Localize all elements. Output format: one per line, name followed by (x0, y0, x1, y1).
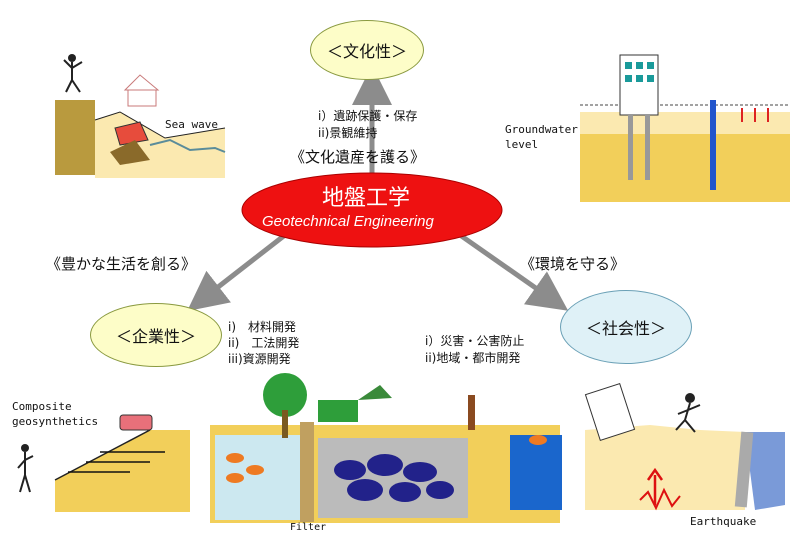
society-slogan: 《環境を守る》 (520, 255, 626, 273)
enterprise-item-3: iii)資源開発 (228, 352, 291, 366)
composite-geosynthetics-illustration (17, 414, 190, 512)
groundwater-label-line2: level (505, 138, 539, 151)
enterprise-slogan: 《豊かな生活を創る》 (46, 255, 197, 273)
society-node-label: ＜社会性＞ (585, 319, 666, 338)
culture-item-2: ii)景観維持 (318, 126, 378, 140)
filter-illustration (210, 373, 562, 523)
earthquake-label: Earthquake (690, 515, 757, 528)
center-subtitle: Geotechnical Engineering (262, 213, 434, 230)
groundwater-illustration (580, 54, 790, 202)
culture-node-label: ＜文化性＞ (326, 42, 407, 61)
center-ellipse (241, 172, 503, 248)
filter-label: Filter (290, 522, 327, 533)
groundwater-label-line1: Groundwater (505, 123, 578, 136)
earthquake-illustration (584, 382, 785, 511)
society-item-1: i）災害・公害防止 (425, 334, 525, 348)
enterprise-node: ＜企業性＞ (90, 303, 222, 367)
sea-wave-label: Sea wave (165, 118, 218, 131)
composite-label-line1: Composite (12, 400, 72, 413)
enterprise-item-2: ii) 工法開発 (228, 336, 300, 350)
society-node: ＜社会性＞ (560, 290, 692, 364)
culture-item-1: i）遺跡保護・保存 (318, 109, 418, 123)
enterprise-node-label: ＜企業性＞ (115, 327, 196, 346)
enterprise-item-1: i) 材料開発 (228, 320, 297, 334)
culture-node: ＜文化性＞ (310, 20, 424, 80)
connector-arrows (187, 65, 569, 312)
center-title: 地盤工学 (322, 186, 411, 211)
culture-slogan: 《文化遺産を護る》 (290, 148, 426, 166)
composite-label-line2: geosynthetics (12, 415, 99, 428)
sea-wave-illustration (55, 54, 226, 178)
society-item-2: ii)地域・都市開発 (425, 351, 521, 365)
